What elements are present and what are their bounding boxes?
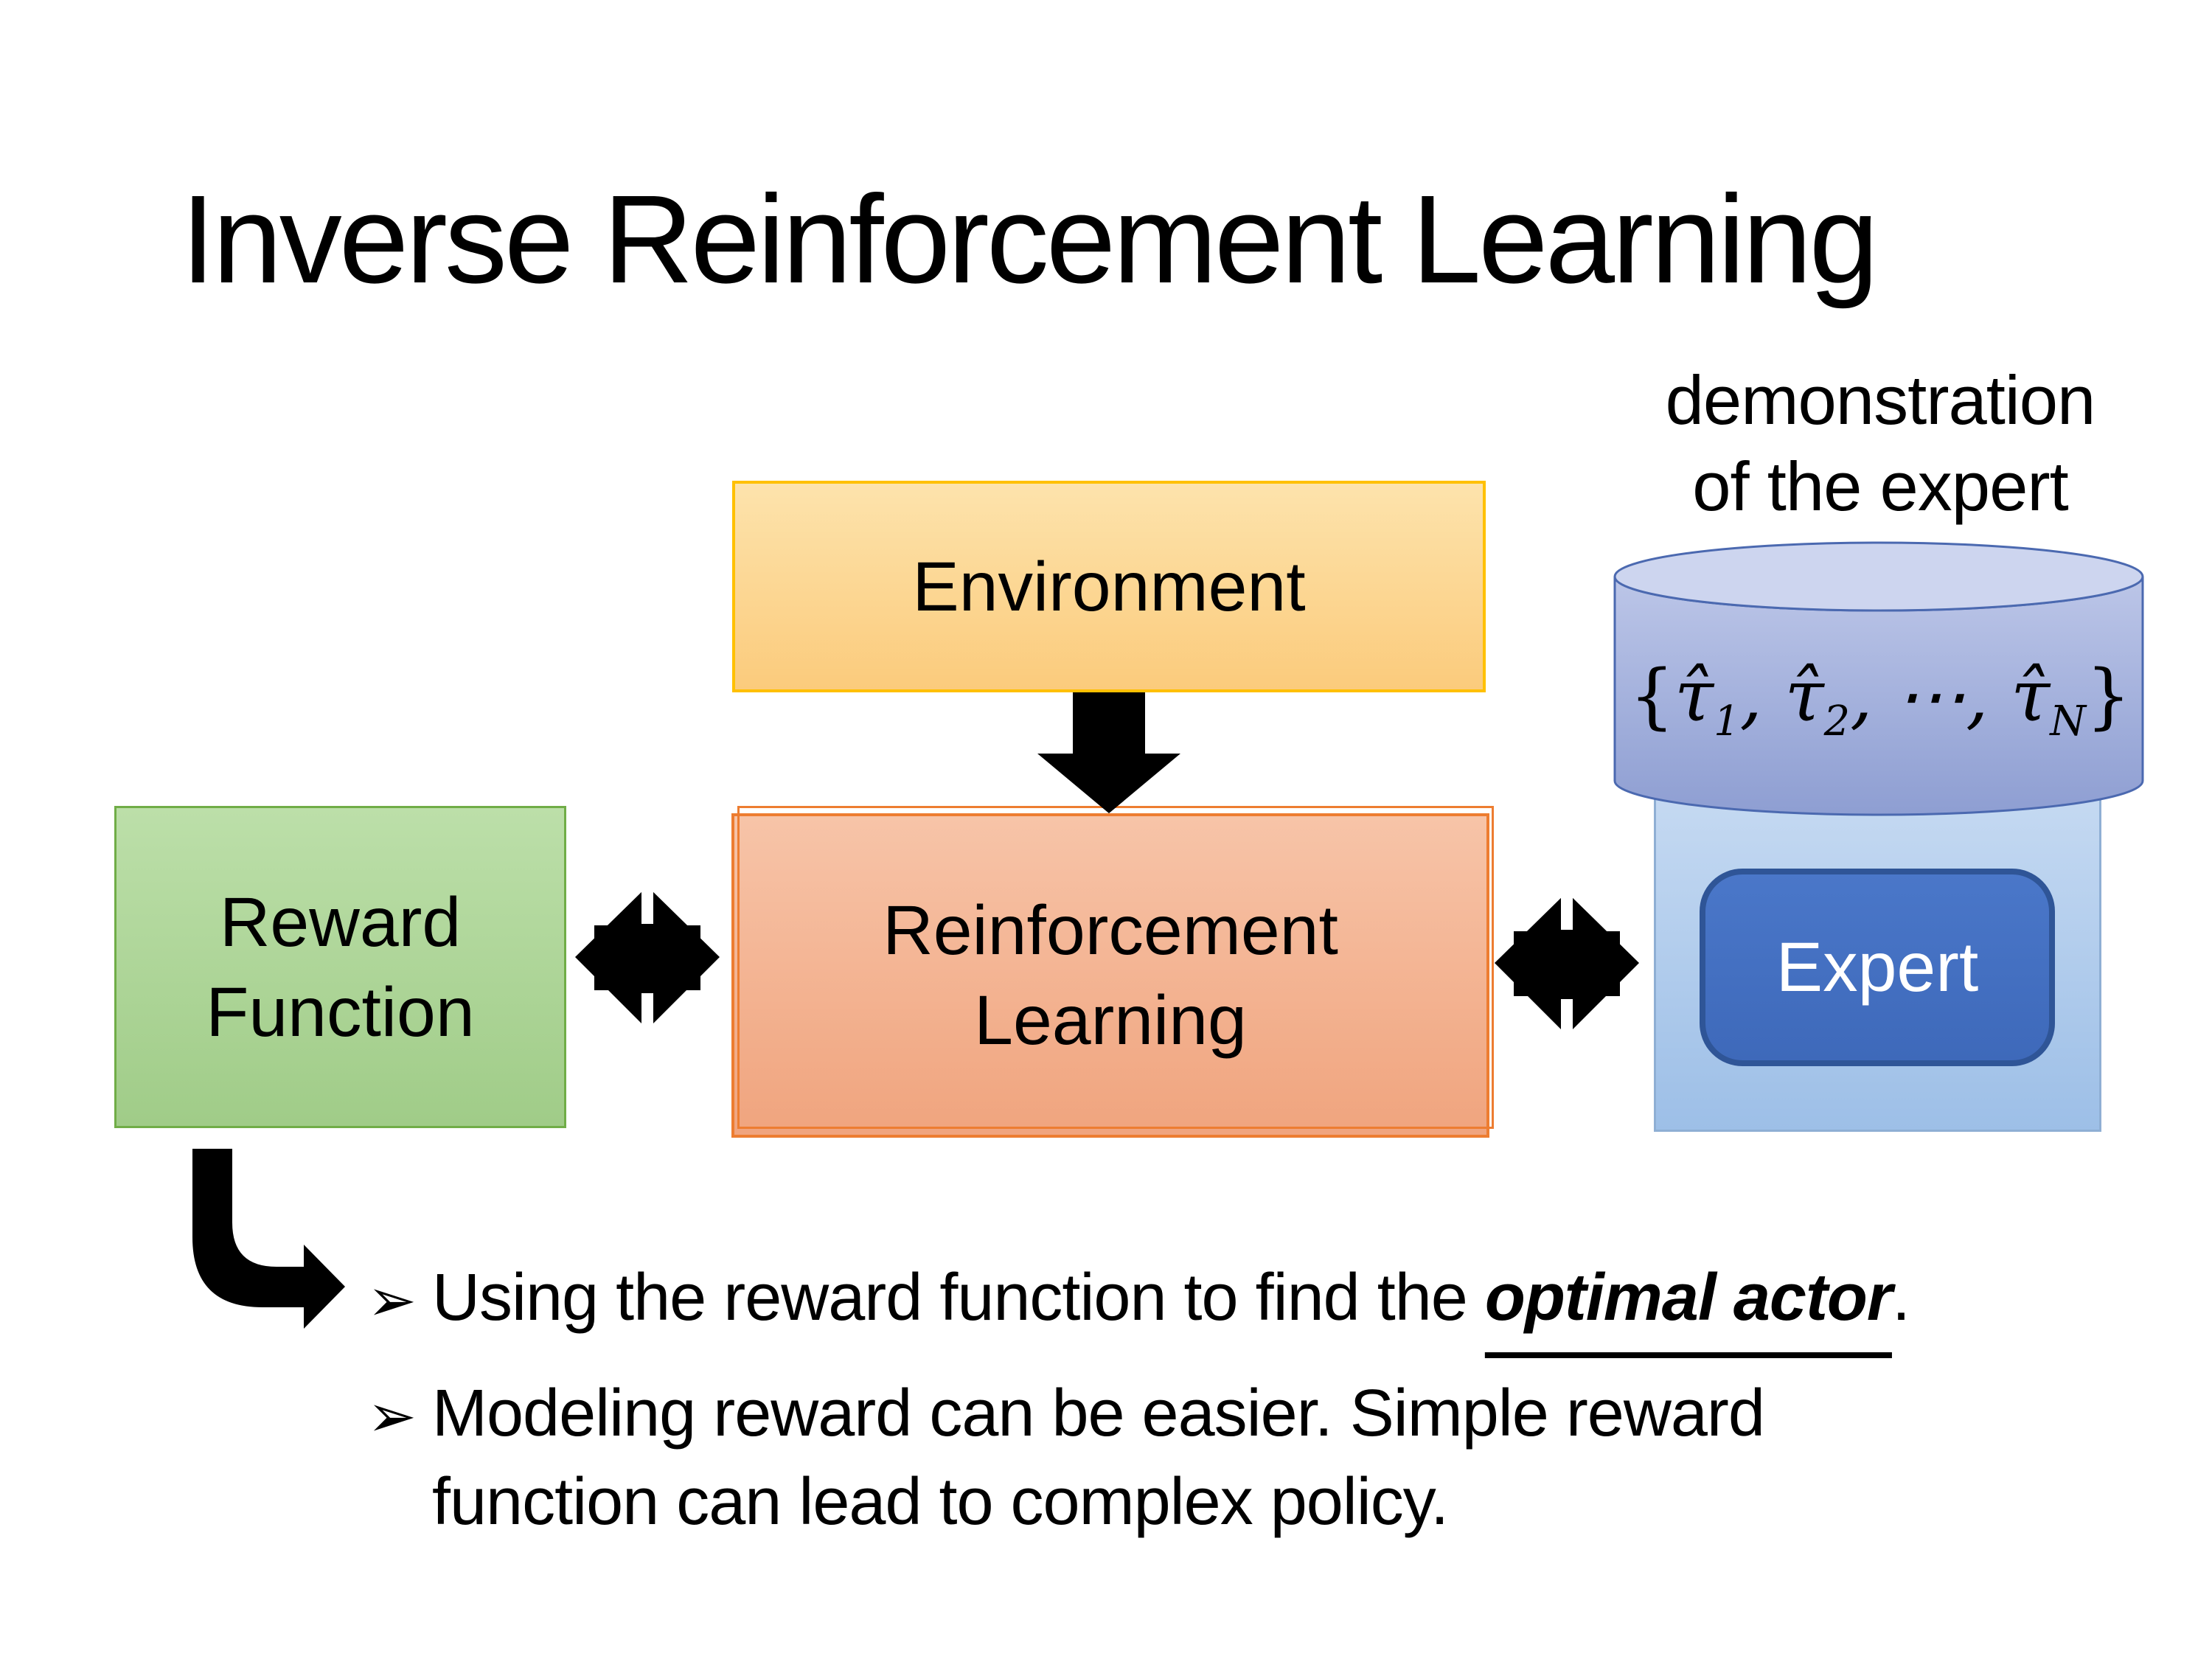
arrow-bullet-icon: ➢ — [367, 1383, 417, 1449]
annotation-line-1: demonstration — [1665, 361, 2096, 439]
reinforcement-learning-line-2: Learning — [974, 981, 1247, 1060]
down-arrow-icon — [1037, 692, 1180, 813]
environment-label: Environment — [912, 547, 1306, 626]
expert-demonstration-label: demonstration of the expert — [1548, 357, 2212, 529]
annotation-line-2: of the expert — [1692, 448, 2069, 525]
environment-box: Environment — [732, 481, 1486, 692]
expert-label: Expert — [1775, 928, 1979, 1006]
bullet-list: ➢Using the reward function to find the o… — [367, 1253, 2107, 1571]
database-cylinder-icon — [1613, 541, 2144, 816]
expert-button: Expert — [1700, 869, 2055, 1066]
bullet-item: ➢Modeling reward can be easier. Simple r… — [367, 1369, 2107, 1546]
trajectory-formula: {τ̂1, τ̂2, ⋯, τ̂N} — [1629, 655, 2132, 746]
elbow-arrow-icon — [192, 1149, 345, 1329]
page-title: Inverse Reinforcement Learning — [181, 170, 1879, 310]
reward-function-line-2: Function — [206, 973, 475, 1051]
reinforcement-learning-box: Reinforcement Learning — [731, 806, 1494, 1138]
exchange-arrow-left-icon — [575, 885, 720, 1032]
bullet-text: Modeling reward can be easier. Simple re… — [432, 1377, 1765, 1539]
reward-function-line-1: Reward — [219, 883, 462, 961]
reinforcement-learning-line-1: Reinforcement — [883, 891, 1338, 970]
reward-function-box: Reward Function — [114, 806, 566, 1128]
exchange-arrow-right-icon — [1495, 891, 1639, 1038]
arrow-bullet-icon: ➢ — [367, 1267, 417, 1333]
bullet-item: ➢Using the reward function to find the o… — [367, 1253, 2107, 1345]
bullet-text: Using the reward function to find the op… — [432, 1261, 1910, 1335]
